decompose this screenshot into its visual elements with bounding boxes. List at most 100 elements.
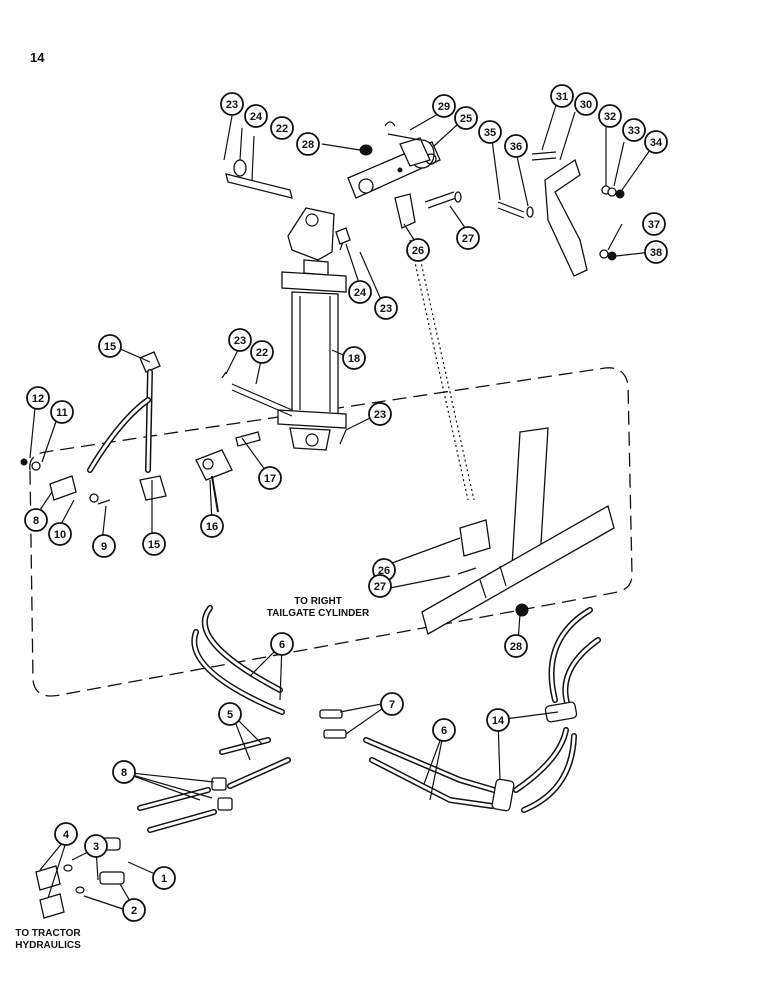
callout-23: 23: [228, 328, 252, 352]
callout-circle: [218, 702, 242, 726]
callout-circle: [598, 104, 622, 128]
callout-label: 26: [412, 245, 424, 257]
callout-circle: [244, 104, 268, 128]
page-number: 14: [30, 50, 45, 65]
leader-lines: [29, 101, 653, 911]
callout-label: 24: [354, 287, 367, 299]
callout-label: 32: [604, 111, 616, 123]
callout-label: 7: [389, 699, 395, 711]
callout-circle: [84, 834, 108, 858]
callout-circle: [250, 340, 274, 364]
callout-circle: [122, 898, 146, 922]
callout-label: 6: [279, 639, 285, 651]
callout-circle: [26, 386, 50, 410]
callout-27: 27: [456, 226, 480, 250]
callout-circle: [228, 328, 252, 352]
callout-1: 1: [152, 866, 176, 890]
callout-circle: [54, 822, 78, 846]
callout-circle: [270, 116, 294, 140]
callout-circle: [456, 226, 480, 250]
callout-34: 34: [644, 130, 668, 154]
callout-label: 15: [148, 539, 160, 551]
callout-label: 12: [32, 393, 44, 405]
callout-3: 3: [84, 834, 108, 858]
callout-circle: [644, 240, 668, 264]
callout-label: 5: [227, 709, 233, 721]
enclosure-outline: [29, 367, 633, 697]
callout-circle: [550, 84, 574, 108]
callout-circle: [380, 692, 404, 716]
callout-27: 27: [368, 574, 392, 598]
callout-23: 23: [368, 402, 392, 426]
note-right-tailgate: TO RIGHT TAILGATE CYLINDER: [248, 596, 388, 620]
callout-24: 24: [244, 104, 268, 128]
note-tractor-hydraulics: TO TRACTOR HYDRAULICS: [8, 928, 88, 952]
callout-label: 11: [56, 407, 68, 419]
callout-31: 31: [550, 84, 574, 108]
callout-circle: [296, 132, 320, 156]
callout-circle: [574, 92, 598, 116]
callout-circle: [368, 574, 392, 598]
callout-10: 10: [48, 522, 72, 546]
callout-label: 27: [462, 233, 474, 245]
callout-33: 33: [622, 118, 646, 142]
callout-9: 9: [92, 534, 116, 558]
callout-24: 24: [348, 280, 372, 304]
callout-26: 26: [406, 238, 430, 262]
callout-circle: [24, 508, 48, 532]
callout-group: 2324222829253130323334353627262423373815…: [24, 84, 668, 922]
callout-37: 37: [642, 212, 666, 236]
couplers-and-connectors: [35, 701, 578, 919]
callout-circle: [92, 534, 116, 558]
callout-5: 5: [218, 702, 242, 726]
callout-circle: [486, 708, 510, 732]
callout-label: 16: [206, 521, 218, 533]
callout-label: 3: [93, 841, 99, 853]
callout-8: 8: [24, 508, 48, 532]
callout-28: 28: [504, 634, 528, 658]
callout-label: 22: [256, 347, 268, 359]
callout-label: 38: [650, 247, 662, 259]
callout-28: 28: [296, 132, 320, 156]
callout-circle: [432, 718, 456, 742]
callout-circle: [504, 134, 528, 158]
callout-38: 38: [644, 240, 668, 264]
mounting-bracket: [497, 151, 625, 277]
tailgate-frame: [421, 427, 615, 635]
callout-label: 30: [580, 99, 592, 111]
pivot-plate-assembly: [347, 121, 462, 229]
note-right-tailgate-line1: TO RIGHT: [294, 596, 342, 607]
callout-circle: [48, 522, 72, 546]
callout-6: 6: [270, 632, 294, 656]
callout-label: 2: [131, 905, 137, 917]
note-tractor-hydraulics-line1: TO TRACTOR: [15, 928, 81, 939]
callout-label: 36: [510, 141, 522, 153]
callout-label: 23: [380, 303, 392, 315]
callout-label: 23: [374, 409, 386, 421]
callout-label: 29: [438, 101, 450, 113]
callout-30: 30: [574, 92, 598, 116]
callout-label: 8: [33, 515, 39, 527]
callout-7: 7: [380, 692, 404, 716]
note-tractor-hydraulics-line2: HYDRAULICS: [15, 940, 81, 951]
callout-circle: [504, 634, 528, 658]
callout-label: 34: [650, 137, 663, 149]
callout-label: 6: [441, 725, 447, 737]
callout-6: 6: [432, 718, 456, 742]
callout-circle: [478, 120, 502, 144]
callout-circle: [644, 130, 668, 154]
callout-circle: [454, 106, 478, 130]
callout-12: 12: [26, 386, 50, 410]
callout-label: 37: [648, 219, 660, 231]
valve-and-fittings: [20, 351, 233, 513]
callout-22: 22: [270, 116, 294, 140]
callout-circle: [406, 238, 430, 262]
callout-circle: [368, 402, 392, 426]
callout-circle: [98, 334, 122, 358]
callout-label: 18: [348, 353, 360, 365]
callout-circle: [50, 400, 74, 424]
callout-label: 28: [510, 641, 522, 653]
callout-15: 15: [142, 532, 166, 556]
callout-label: 1: [161, 873, 167, 885]
